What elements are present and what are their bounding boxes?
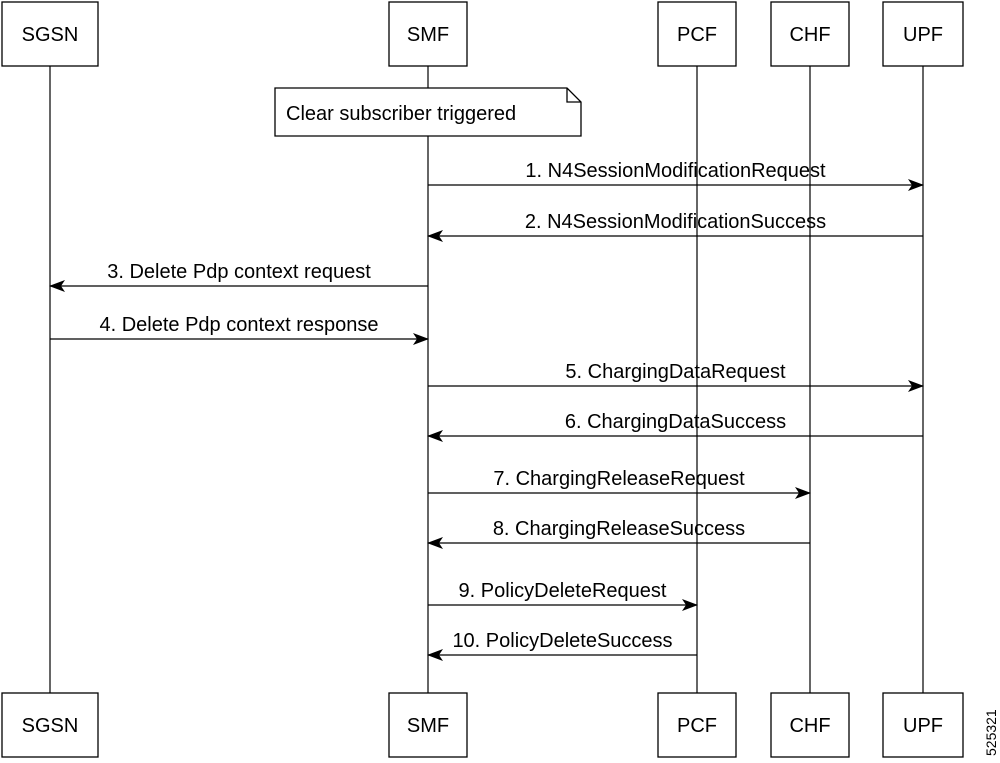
- message-6: 6. ChargingDataSuccess: [427, 411, 923, 442]
- participant-label: SGSN: [22, 24, 79, 46]
- message-label: 10. PolicyDeleteSuccess: [452, 630, 672, 652]
- participant-top-upf: UPF: [882, 1, 964, 67]
- message-label: 1. N4SessionModificationRequest: [525, 160, 826, 182]
- message-label: 4. Delete Pdp context response: [99, 314, 378, 336]
- message-label: 2. N4SessionModificationSuccess: [525, 211, 826, 233]
- participant-label: PCF: [677, 715, 717, 737]
- message-label: 6. ChargingDataSuccess: [565, 411, 786, 433]
- participant-label: SGSN: [22, 715, 79, 737]
- message-4: 4. Delete Pdp context response: [50, 314, 429, 345]
- note-clear-subscriber: Clear subscriber triggered: [274, 87, 582, 137]
- figure-id: 525321: [983, 709, 999, 756]
- message-9: 9. PolicyDeleteRequest: [428, 580, 698, 611]
- message-label: 5. ChargingDataRequest: [565, 361, 786, 383]
- participant-bottom-chf: CHF: [770, 692, 850, 758]
- message-8: 8. ChargingReleaseSuccess: [427, 518, 810, 549]
- note-text: Clear subscriber triggered: [286, 103, 516, 125]
- participant-top-chf: CHF: [770, 1, 850, 67]
- message-7: 7. ChargingReleaseRequest: [428, 468, 811, 499]
- message-label: 7. ChargingReleaseRequest: [493, 468, 745, 490]
- message-10: 10. PolicyDeleteSuccess: [427, 630, 697, 661]
- participant-bottom-pcf: PCF: [657, 692, 737, 758]
- participant-label: UPF: [903, 715, 943, 737]
- participant-label: PCF: [677, 24, 717, 46]
- message-label: 8. ChargingReleaseSuccess: [493, 518, 745, 540]
- message-3: 3. Delete Pdp context request: [49, 261, 428, 292]
- message-2: 2. N4SessionModificationSuccess: [427, 211, 923, 242]
- participant-label: SMF: [407, 24, 449, 46]
- message-label: 9. PolicyDeleteRequest: [459, 580, 667, 602]
- participant-top-sgsn: SGSN: [1, 1, 99, 67]
- participant-top-smf: SMF: [388, 1, 468, 67]
- message-5: 5. ChargingDataRequest: [428, 361, 924, 392]
- participant-label: CHF: [789, 24, 830, 46]
- participant-top-pcf: PCF: [657, 1, 737, 67]
- participant-label: CHF: [789, 715, 830, 737]
- participant-label: SMF: [407, 715, 449, 737]
- message-label: 3. Delete Pdp context request: [107, 261, 371, 283]
- participant-label: UPF: [903, 24, 943, 46]
- message-1: 1. N4SessionModificationRequest: [428, 160, 924, 191]
- participant-bottom-smf: SMF: [388, 692, 468, 758]
- participant-bottom-upf: UPF: [882, 692, 964, 758]
- participant-bottom-sgsn: SGSN: [1, 692, 99, 758]
